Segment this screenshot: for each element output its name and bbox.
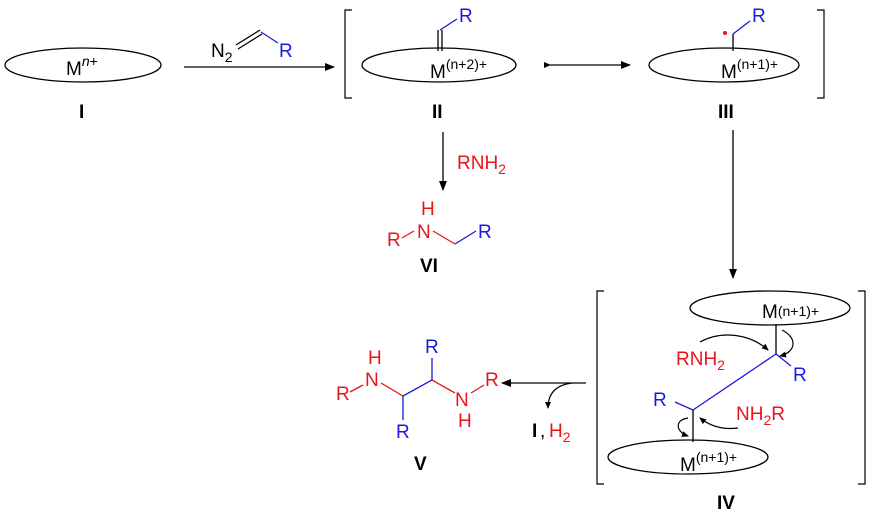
svg-text:RNH2: RNH2 [457,153,506,177]
bracket-II-III [344,9,825,99]
metal-III: M(n+1)+ [721,56,778,83]
metal-surface-IV-bottom [607,439,769,475]
svg-text:R: R [336,384,350,405]
label-V: V [414,454,427,475]
svg-text:N: N [365,370,379,391]
svg-text:R: R [279,41,293,62]
compound-II: R M(n+2)+ II [361,6,517,123]
compound-I: Mn+ I [4,47,162,123]
arrow-II-to-VI: RNH2 [439,132,506,191]
svg-text:R: R [793,365,807,386]
svg-text:,: , [540,421,545,442]
metal-IV-bottom: M(n+1)+ [680,449,737,476]
svg-text:H: H [421,199,435,220]
svg-text:R: R [459,6,473,27]
svg-text:RNH2: RNH2 [676,349,725,373]
svg-text:N: N [417,222,431,243]
svg-text:N2: N2 [211,41,233,65]
svg-text:R: R [387,230,401,251]
svg-text:R: R [396,422,410,443]
metal-I: Mn+ [66,53,98,80]
svg-text:H: H [368,348,382,369]
svg-text:R: R [425,337,439,358]
arrow-I-to-II: N2 R [184,29,335,71]
diazo-reagent: N2 R [211,29,293,65]
bracket-IV [596,290,866,485]
svg-text:R: R [485,370,499,391]
compound-V: R N H R R N H R V [336,337,499,475]
arrow-IV-to-V: I , H2 [501,379,586,445]
label-II: II [432,102,443,123]
radical-dot [723,31,727,35]
metal-surface-IV-top [689,290,851,326]
metal-II: M(n+2)+ [430,56,487,83]
svg-text:H: H [458,411,472,432]
metal-surface-III [648,47,800,83]
curved-arrow-attack-top [699,334,769,351]
svg-text:R: R [478,222,492,243]
metal-IV-top: M(n+1)+ [762,302,819,323]
svg-text:R: R [752,6,766,27]
svg-text:N: N [455,390,469,411]
curved-arrow-electron-top [779,329,794,358]
svg-text:NH2R: NH2R [736,404,785,428]
curved-arrow-electron-bottom [677,417,689,437]
svg-text:I: I [532,421,537,442]
compound-VI: R N H R VI [387,199,492,277]
svg-text:R: R [653,390,667,411]
metal-surface-I [4,47,162,83]
compound-III: R M(n+1)+ III [648,6,800,123]
label-IV: IV [717,493,735,514]
metal-surface-II [361,47,517,83]
label-VI: VI [420,256,438,277]
label-I: I [79,102,84,123]
svg-text:H2: H2 [549,421,571,445]
label-III: III [718,102,734,123]
compound-IV: M(n+1)+ R R M(n+1)+ RNH2 NH2R IV [607,290,851,514]
curved-arrow-attack-bottom [699,417,739,430]
